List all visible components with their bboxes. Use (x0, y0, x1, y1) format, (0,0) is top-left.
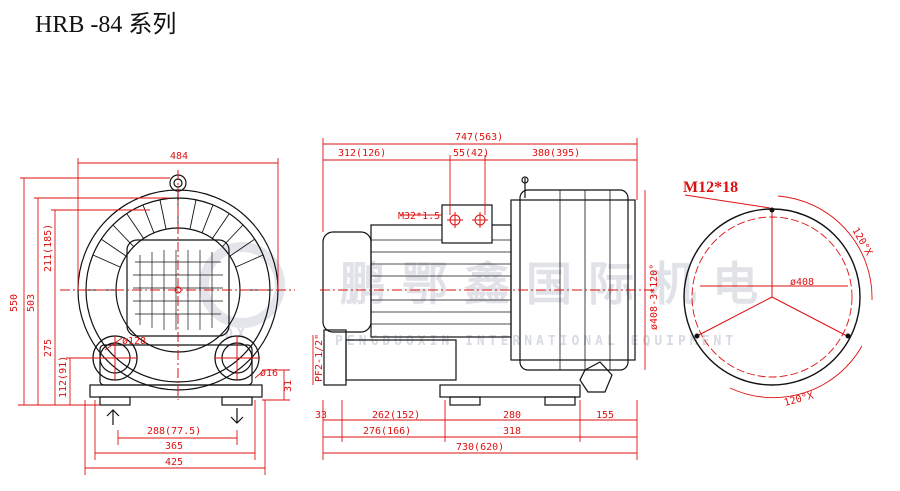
dim-262: 262(152) (372, 410, 420, 421)
dim-425: 425 (165, 457, 183, 468)
watermark-english: PENGDUOXIN INTERNATIONAL EQUIPMENT (335, 334, 737, 349)
dim-276: 276(166) (363, 426, 411, 437)
side-dimension-text: 747(563) 312(126) 55(42) 380(395) M32*1.… (314, 132, 660, 453)
front-dimension-text: 484 550 503 211(185) 275 112(91) ø128 ø1… (9, 151, 294, 468)
dim-312: 312(126) (338, 148, 386, 159)
front-centerlines (60, 170, 295, 400)
dim-thread-m32: M32*1.5 (398, 211, 440, 222)
dim-pf: PF2-1/2" (314, 334, 325, 382)
angle-bottom: 120°X (783, 390, 815, 408)
watermark-chinese: 鹏 鄂 鑫 国 际 机 电 (340, 257, 758, 311)
bolt-label: M12*18 (683, 179, 738, 196)
page-title: HRB -84 系列 (35, 12, 177, 38)
dim-hole-dia: ø408-3*120° (649, 264, 660, 330)
dim-484: 484 (170, 151, 188, 162)
dim-55: 55(42) (453, 148, 489, 159)
dim-280: 280 (503, 410, 521, 421)
dim-380: 380(395) (532, 148, 580, 159)
side-centerlines (320, 212, 655, 291)
watermark: DX 鹏 鄂 鑫 国 际 机 电 PENGDUOXIN INTERNATIONA… (199, 242, 758, 349)
dim-288: 288(77.5) (147, 426, 201, 437)
front-dimension-lines (18, 158, 290, 475)
dim-inlet-dia: ø128 (122, 336, 146, 347)
dim-155: 155 (596, 410, 614, 421)
bolt-circle-dia: ø408 (790, 277, 814, 288)
side-view (322, 176, 636, 406)
side-dimension-lines (312, 138, 646, 460)
dim-318: 318 (503, 426, 521, 437)
dim-550: 550 (9, 294, 20, 312)
watermark-logo: DX (225, 327, 249, 342)
dim-503: 503 (26, 294, 37, 312)
dim-33: 33 (315, 410, 327, 421)
dim-730: 730(620) (456, 442, 504, 453)
dim-747: 747(563) (455, 132, 503, 143)
dim-small-dia: ø16 (260, 368, 278, 379)
flange-view (683, 194, 873, 399)
dim-275: 275 (43, 339, 54, 357)
dim-211: 211(185) (43, 224, 54, 272)
dim-31: 31 (283, 380, 294, 392)
dim-112: 112(91) (58, 356, 69, 398)
dim-365: 365 (165, 441, 183, 452)
